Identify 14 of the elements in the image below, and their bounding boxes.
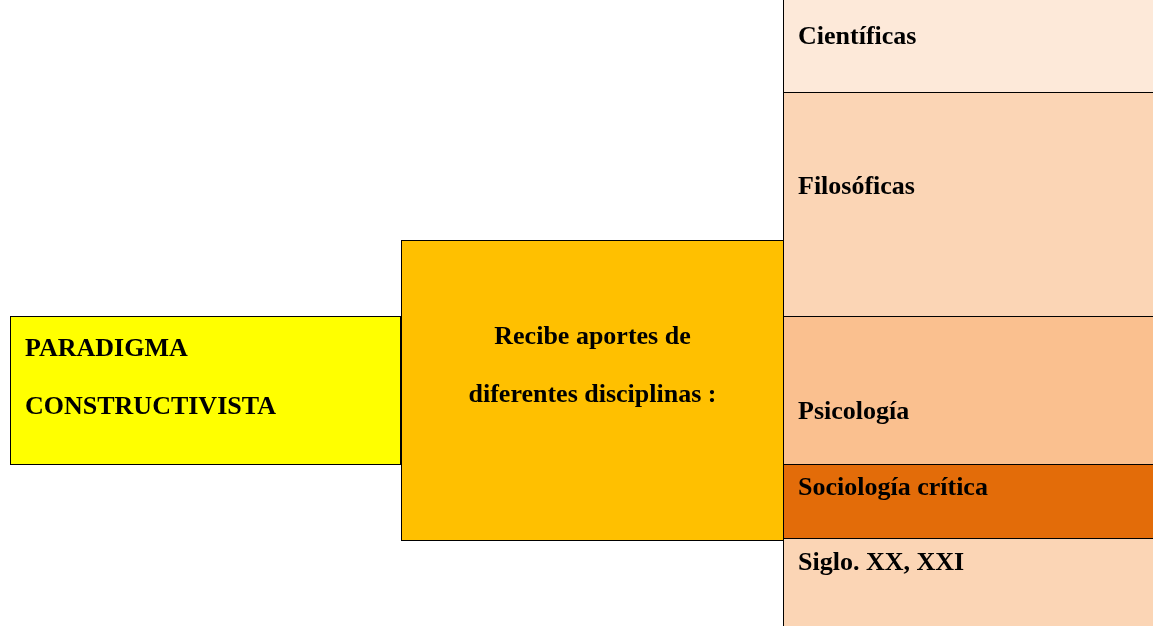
- box-label: Filosóficas: [798, 170, 915, 202]
- box-label: Sociología crítica: [798, 471, 988, 503]
- text-box: [783, 0, 1153, 92]
- text-box: [783, 538, 1153, 626]
- text-box: [783, 316, 1153, 464]
- box-label: Psicología: [798, 395, 910, 427]
- box-label: Siglo. XX, XXI: [798, 546, 965, 578]
- text-box: [783, 92, 1153, 316]
- text-box: [783, 464, 1153, 539]
- box-label: PARADIGMA CONSTRUCTIVISTA: [25, 332, 277, 422]
- box-label: Recibe aportes de diferentes disciplinas :: [467, 320, 718, 410]
- box-label: Científicas: [798, 20, 917, 52]
- text-box: [10, 316, 401, 465]
- text-box: [401, 240, 783, 541]
